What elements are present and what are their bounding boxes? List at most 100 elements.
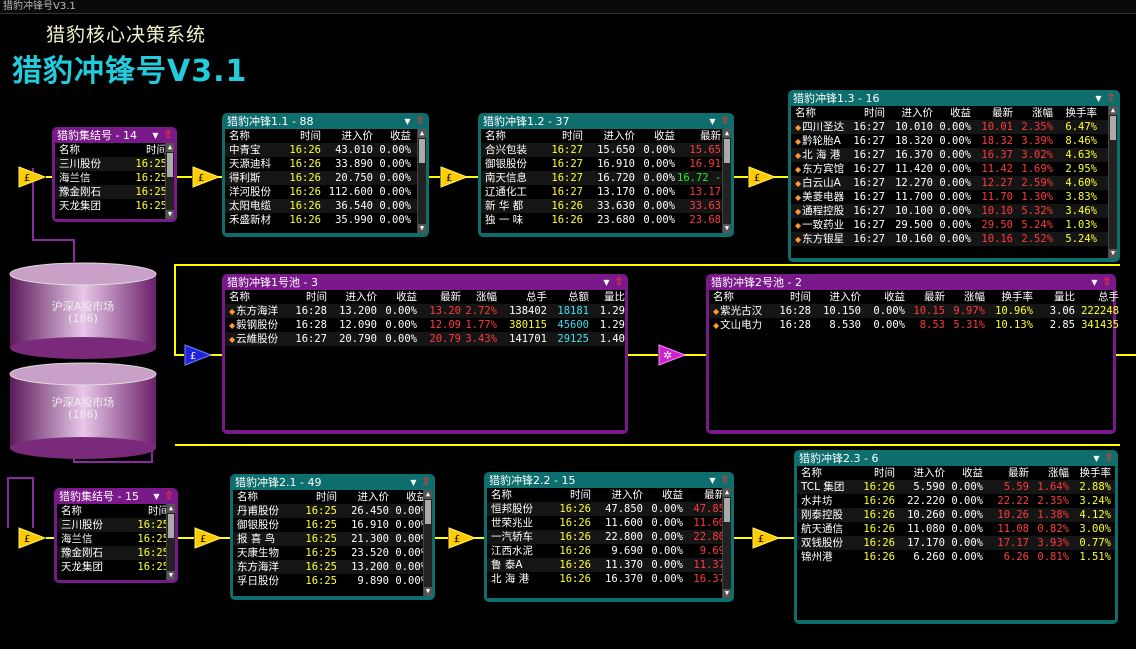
scroll-thumb[interactable] [167,153,173,177]
scrollbar[interactable]: ▲▼ [165,143,174,219]
column-header[interactable]: 名称 [59,144,80,156]
filter-node[interactable]: £ [194,527,223,549]
scroll-up-icon[interactable]: ▲ [1109,106,1117,115]
filter-node[interactable]: £ [18,166,47,188]
column-header[interactable]: 换手率 [1001,291,1034,303]
column-header[interactable]: 进入价 [345,291,378,303]
dropdown-icon[interactable]: ▼ [709,476,716,485]
pool-node[interactable]: £ [184,344,213,366]
dropdown-icon[interactable]: ▼ [404,117,411,126]
scroll-up-icon[interactable]: ▲ [424,490,432,499]
column-header[interactable]: 时间 [300,130,321,142]
column-header[interactable]: 名称 [713,291,734,303]
column-header[interactable]: 进入价 [603,130,636,142]
column-header[interactable]: 名称 [491,489,512,501]
scroll-thumb[interactable] [724,498,730,522]
table-row[interactable]: 云維股份16:2720.7900.00%20.793.43%1417012912… [225,332,625,346]
column-header[interactable]: 时间 [148,505,169,517]
column-header[interactable]: 换手率 [1065,107,1098,119]
filter-node[interactable]: £ [752,527,781,549]
filter-node[interactable]: £ [18,527,47,549]
pool-panel-1[interactable]: 猎豹冲锋1号池 - 3▼⇧名称时间进入价收益最新涨幅总手总额量比东方海洋16:2… [222,274,628,434]
arrow-up-icon[interactable]: ⇧ [421,475,431,488]
column-header[interactable]: 进入价 [341,130,374,142]
scrollbar[interactable]: ▲▼ [166,504,175,580]
scrollbar[interactable]: ▲▼ [417,129,426,233]
scroll-down-icon[interactable]: ▼ [418,224,426,233]
column-header[interactable]: 最新 [704,489,725,501]
scroll-up-icon[interactable]: ▲ [418,129,426,138]
scrollbar[interactable]: ▲▼ [722,129,731,233]
column-header[interactable]: 时间 [790,291,811,303]
scroll-thumb[interactable] [1110,116,1116,140]
dropdown-icon[interactable]: ▼ [1091,278,1098,287]
column-header[interactable]: 时间 [864,107,885,119]
scrollbar[interactable]: ▲▼ [1108,106,1117,258]
arrow-up-icon[interactable]: ⇧ [1104,451,1114,464]
arrow-up-icon[interactable]: ⇧ [163,128,173,141]
column-header[interactable]: 时间 [316,491,337,503]
column-header[interactable]: 涨幅 [964,291,985,303]
table-row[interactable]: 东方海洋16:2813.2000.00%13.202.72%1384021818… [225,304,625,318]
column-header[interactable]: 进入价 [611,489,644,501]
column-header[interactable]: 进入价 [913,467,946,479]
column-header[interactable]: 收益 [396,291,417,303]
filter-node[interactable]: £ [192,166,221,188]
column-header[interactable]: 名称 [229,130,250,142]
column-header[interactable]: 最新 [924,291,945,303]
column-header[interactable]: 最新 [1008,467,1029,479]
scroll-down-icon[interactable]: ▼ [723,589,731,598]
column-header[interactable]: 总手 [1098,291,1119,303]
dropdown-icon[interactable]: ▼ [153,492,160,501]
arrow-up-icon[interactable]: ⇧ [614,275,624,288]
table-row[interactable]: 紫光古汉16:2810.1500.00%10.159.97%10.96%3.06… [709,304,1119,318]
scroll-thumb[interactable] [168,514,174,538]
column-header[interactable]: 最新 [440,291,461,303]
column-header[interactable]: 名称 [237,491,258,503]
pool-panel-2[interactable]: 猎豹冲锋2号池 - 2▼⇧名称时间进入价收益最新涨幅换手率量比总手紫光古汉16:… [706,274,1119,434]
stage-panel-1-3[interactable]: 猎豹冲锋1.3 - 16▼⇧名称时间进入价收益最新涨幅换手率四川圣达16:271… [788,90,1120,262]
scrollbar[interactable]: ▲▼ [722,488,731,598]
column-header[interactable]: 量比 [1054,291,1075,303]
column-header[interactable]: 最新 [700,130,721,142]
column-header[interactable]: 换手率 [1079,467,1112,479]
column-header[interactable]: 时间 [562,130,583,142]
dropdown-icon[interactable]: ▼ [410,478,417,487]
scroll-down-icon[interactable]: ▼ [167,571,175,580]
column-header[interactable]: 收益 [962,467,983,479]
star-node[interactable]: ✲ [658,344,687,366]
